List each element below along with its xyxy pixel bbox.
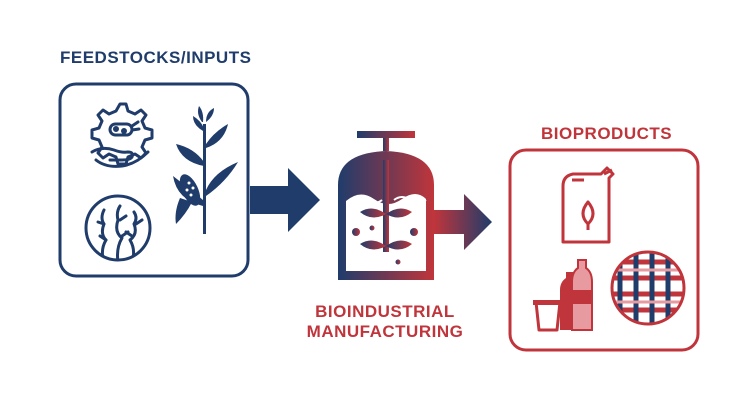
woven-fabric-icon <box>610 250 686 326</box>
bioindustrial-manufacturing-label: BIOINDUSTRIAL MANUFACTURING <box>290 302 480 342</box>
bioproducts-box <box>508 148 700 352</box>
corn-plant-icon <box>173 106 238 234</box>
bioreactor-icon <box>338 131 434 280</box>
manufacturing-label-line2: MANUFACTURING <box>306 322 464 341</box>
microbe-gear-hand-icon <box>90 102 154 168</box>
arrow-right-icon-2 <box>434 194 492 250</box>
feedstocks-inputs-title: FEEDSTOCKS/INPUTS <box>60 48 252 67</box>
jerry-can-leaf-icon <box>561 166 615 244</box>
bioproducts-title: BIOPRODUCTS <box>541 124 673 143</box>
arrow-right-icon <box>250 168 320 232</box>
corn-kernels <box>185 181 195 197</box>
manufacturing-label-line1: BIOINDUSTRIAL <box>315 302 455 321</box>
cup-and-bottles-icon <box>533 259 593 332</box>
seaweed-circle-icon <box>84 194 152 262</box>
feedstocks-box <box>58 82 250 278</box>
